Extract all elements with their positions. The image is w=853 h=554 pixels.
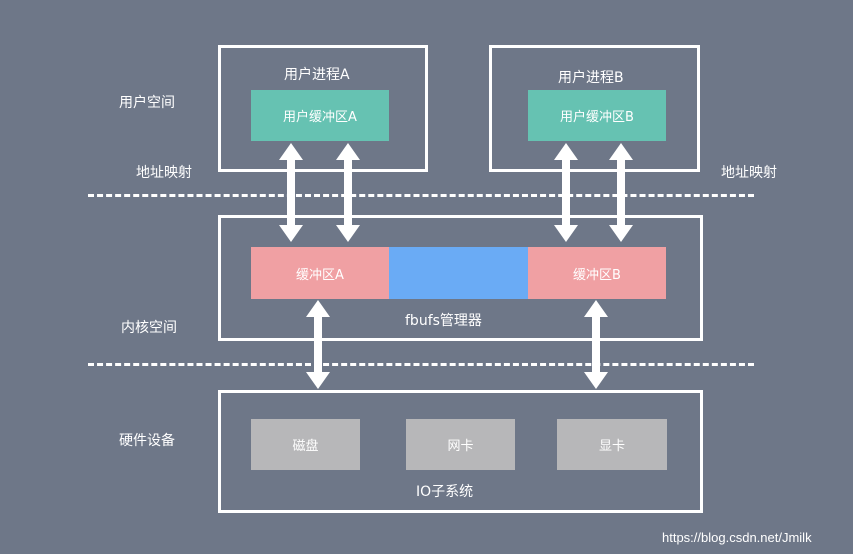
user-process-a-title: 用户进程A	[284, 67, 350, 83]
watermark: https://blog.csdn.net/Jmilk	[662, 530, 812, 545]
arrow-user-b-left	[554, 143, 578, 242]
user-buffer-b: 用户缓冲区B	[528, 90, 666, 141]
address-mapping-right-label: 地址映射	[721, 165, 777, 181]
user-space-label: 用户空间	[119, 95, 175, 111]
io-subsystem-frame	[218, 390, 703, 513]
kernel-buffer-b: 缓冲区B	[528, 247, 666, 299]
separator-bottom	[88, 363, 754, 366]
shared-buffer-region	[389, 247, 528, 299]
kernel-frame	[218, 215, 703, 341]
arrow-user-a-left	[279, 143, 303, 242]
kernel-buffer-a: 缓冲区A	[251, 247, 389, 299]
separator-top	[88, 194, 754, 197]
user-process-b-title: 用户进程B	[558, 70, 624, 86]
arrow-kernel-a-to-io	[306, 300, 330, 389]
arrow-kernel-b-to-io	[584, 300, 608, 389]
disk-box: 磁盘	[251, 419, 360, 470]
hardware-label: 硬件设备	[119, 433, 175, 449]
user-process-a-frame	[218, 45, 428, 172]
arrow-user-a-right	[336, 143, 360, 242]
fbufs-manager-label: fbufs管理器	[405, 313, 482, 329]
user-buffer-a: 用户缓冲区A	[251, 90, 389, 141]
kernel-space-label: 内核空间	[121, 320, 177, 336]
network-card-box: 网卡	[406, 419, 515, 470]
user-process-b-frame	[489, 45, 700, 172]
address-mapping-left-label: 地址映射	[136, 165, 192, 181]
arrow-user-b-right	[609, 143, 633, 242]
graphics-card-box: 显卡	[557, 419, 667, 470]
io-subsystem-label: IO子系统	[416, 484, 474, 500]
